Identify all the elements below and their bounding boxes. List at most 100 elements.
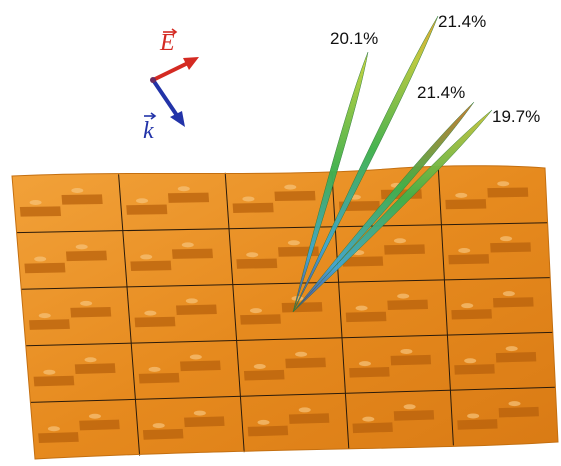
meta-atom	[492, 297, 534, 308]
meta-atom-array	[19, 181, 539, 443]
meta-atom	[454, 364, 495, 375]
meta-atom-highlight	[47, 426, 60, 432]
meta-atom	[184, 416, 225, 428]
grid-line-horizontal	[30, 386, 556, 403]
meta-atom	[130, 260, 172, 272]
meta-atom-highlight	[193, 410, 206, 416]
unit-cell-grid	[16, 169, 556, 456]
field-vector-mark	[163, 28, 178, 36]
meta-atom-highlight	[298, 407, 311, 413]
meta-atom-highlight	[144, 310, 157, 316]
meta-atom-highlight	[284, 184, 297, 190]
diffracted-beams	[292, 15, 493, 313]
meta-atom-highlight	[508, 401, 521, 407]
meta-atom-highlight	[287, 240, 300, 246]
beam-label-2: 21.4%	[438, 12, 486, 31]
meta-atom	[19, 206, 62, 217]
meta-atom	[167, 192, 210, 203]
grid-line-vertical	[224, 172, 245, 453]
meta-atom	[176, 304, 217, 315]
meta-atom	[65, 250, 107, 262]
beam-3	[292, 101, 475, 313]
meta-atom	[349, 367, 390, 378]
field-arrow-head	[183, 57, 199, 70]
meta-atom	[79, 419, 120, 431]
meta-atom-highlight	[397, 293, 410, 299]
beam-2	[292, 15, 439, 313]
meta-atom-highlight	[362, 416, 375, 422]
meta-atom-highlight	[455, 192, 468, 198]
meta-atom	[387, 299, 429, 310]
meta-atom	[74, 363, 116, 374]
meta-atom-highlight	[152, 423, 165, 429]
meta-atom	[393, 410, 435, 421]
meta-atom	[171, 248, 213, 259]
wavevector-vector-mark	[144, 112, 157, 120]
meta-atom	[342, 256, 384, 267]
meta-atom	[236, 258, 278, 269]
meta-atom-highlight	[467, 413, 480, 419]
meta-atom-highlight	[242, 196, 255, 202]
meta-atom-highlight	[253, 364, 266, 370]
meta-atom-highlight	[140, 254, 153, 260]
meta-atom	[24, 262, 66, 274]
grid-line-horizontal	[21, 277, 551, 290]
meta-atom-highlight	[75, 244, 88, 250]
meta-atom	[180, 360, 221, 372]
wavevector-arrow-head	[170, 111, 185, 127]
grid-line-vertical	[437, 169, 454, 446]
meta-atom-highlight	[43, 369, 56, 375]
meta-atom	[448, 254, 490, 265]
meta-atom	[285, 357, 326, 369]
surface-edge	[11, 165, 559, 460]
grid-line-horizontal	[25, 331, 553, 347]
meta-atom	[352, 422, 393, 434]
meta-atom	[487, 187, 529, 198]
meta-atom-highlight	[355, 305, 368, 311]
grid-line-vertical	[118, 174, 141, 456]
arrow-origin	[150, 77, 156, 83]
meta-atom-highlight	[185, 298, 198, 304]
meta-atom	[29, 319, 70, 330]
meta-atom-highlight	[295, 351, 308, 357]
meta-atom	[498, 406, 539, 418]
meta-atom-highlight	[502, 291, 515, 297]
meta-atom-highlight	[249, 308, 262, 314]
meta-atom	[61, 194, 103, 205]
beam-1	[292, 51, 369, 313]
meta-atom-highlight	[358, 361, 371, 367]
meta-atom	[138, 372, 180, 384]
meta-atom-highlight	[38, 313, 51, 319]
beam-label-1: 20.1%	[330, 29, 378, 48]
meta-atom	[281, 302, 323, 313]
meta-atom-highlight	[88, 413, 101, 419]
meta-atom	[142, 428, 184, 440]
meta-atom-highlight	[29, 199, 42, 205]
meta-atom-highlight	[505, 346, 518, 352]
meta-atom-highlight	[500, 236, 513, 242]
meta-atom	[390, 354, 432, 366]
wavevector-arrow-shaft	[151, 78, 180, 119]
meta-atom	[274, 190, 316, 202]
meta-atom	[70, 306, 112, 318]
meta-atom-highlight	[71, 187, 84, 193]
meta-atom-highlight	[400, 348, 413, 354]
metasurface	[11, 165, 559, 460]
meta-atom	[490, 242, 531, 253]
meta-atom	[134, 316, 176, 328]
meta-atom-highlight	[148, 366, 161, 372]
meta-atom	[384, 244, 425, 255]
beam-label-4: 19.7%	[492, 107, 540, 126]
meta-atom	[33, 375, 75, 387]
beam-label-3: 21.4%	[417, 83, 465, 102]
grid-line-horizontal	[16, 222, 548, 234]
meta-atom	[243, 369, 285, 381]
meta-atom-highlight	[34, 256, 47, 262]
meta-atom-highlight	[461, 303, 474, 309]
meta-atom-highlight	[136, 198, 149, 204]
meta-atom-highlight	[181, 242, 194, 248]
meta-atom	[445, 199, 487, 210]
meta-atom-highlight	[80, 300, 93, 306]
meta-atom	[38, 432, 79, 443]
